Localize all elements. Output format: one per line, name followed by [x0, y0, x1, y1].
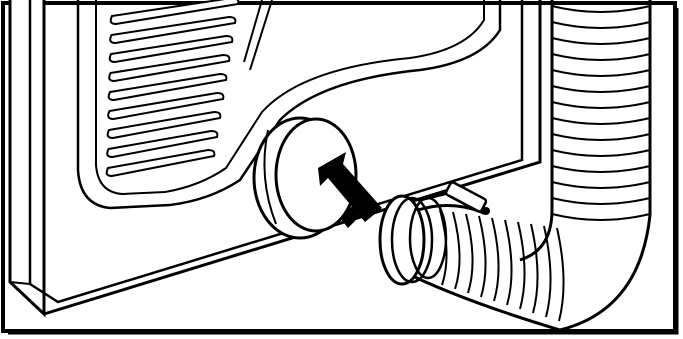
illustration-frame [0, 0, 683, 339]
dryer-vent-illustration [0, 0, 683, 339]
